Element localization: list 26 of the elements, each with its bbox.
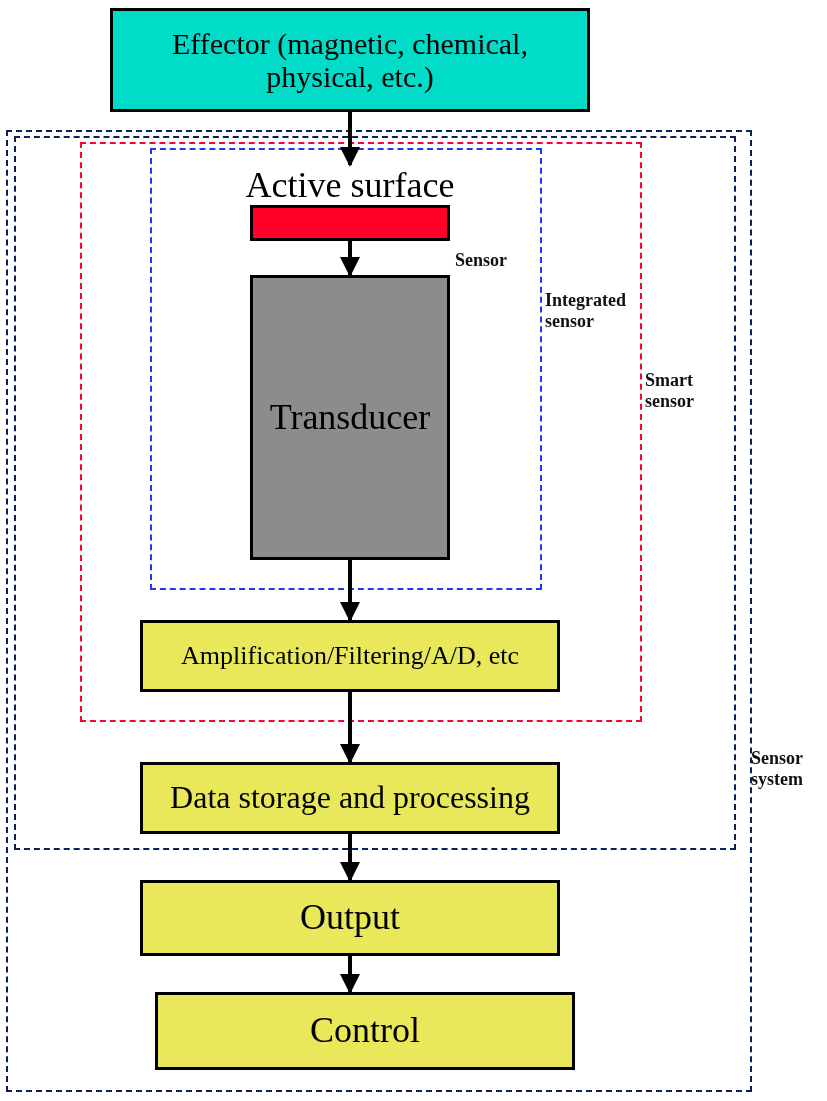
box-label: Data storage and processing [170, 780, 530, 816]
arrow [340, 692, 360, 764]
box-label: Transducer [269, 397, 431, 438]
box-label: Effector (magnetic, chemical, physical, etc.) [171, 27, 529, 93]
process-box [140, 620, 560, 692]
effector-box [110, 8, 590, 112]
process-box [155, 992, 575, 1070]
arrow [340, 112, 360, 167]
sensor-boundary [150, 148, 542, 590]
process-box [140, 762, 560, 834]
transducer-box [250, 275, 450, 560]
box-label: Control [310, 1011, 420, 1051]
process-box [140, 880, 560, 956]
boundary-label: Sensor [455, 250, 508, 271]
boundary-label: Smart sensor [645, 370, 695, 412]
boundary-label: Integrated sensor [545, 290, 627, 332]
integrated-sensor-boundary [80, 142, 642, 722]
arrow [340, 834, 360, 882]
boundary-label: Sensor system [751, 748, 804, 790]
box-label: Output [300, 898, 400, 938]
arrow [340, 956, 360, 994]
box-label: Amplification/Filtering/A/D, etc [181, 641, 519, 671]
arrow [340, 560, 360, 622]
smart-sensor-boundary [14, 136, 736, 850]
arrow [340, 241, 360, 277]
part-label: Active surface [245, 165, 455, 205]
